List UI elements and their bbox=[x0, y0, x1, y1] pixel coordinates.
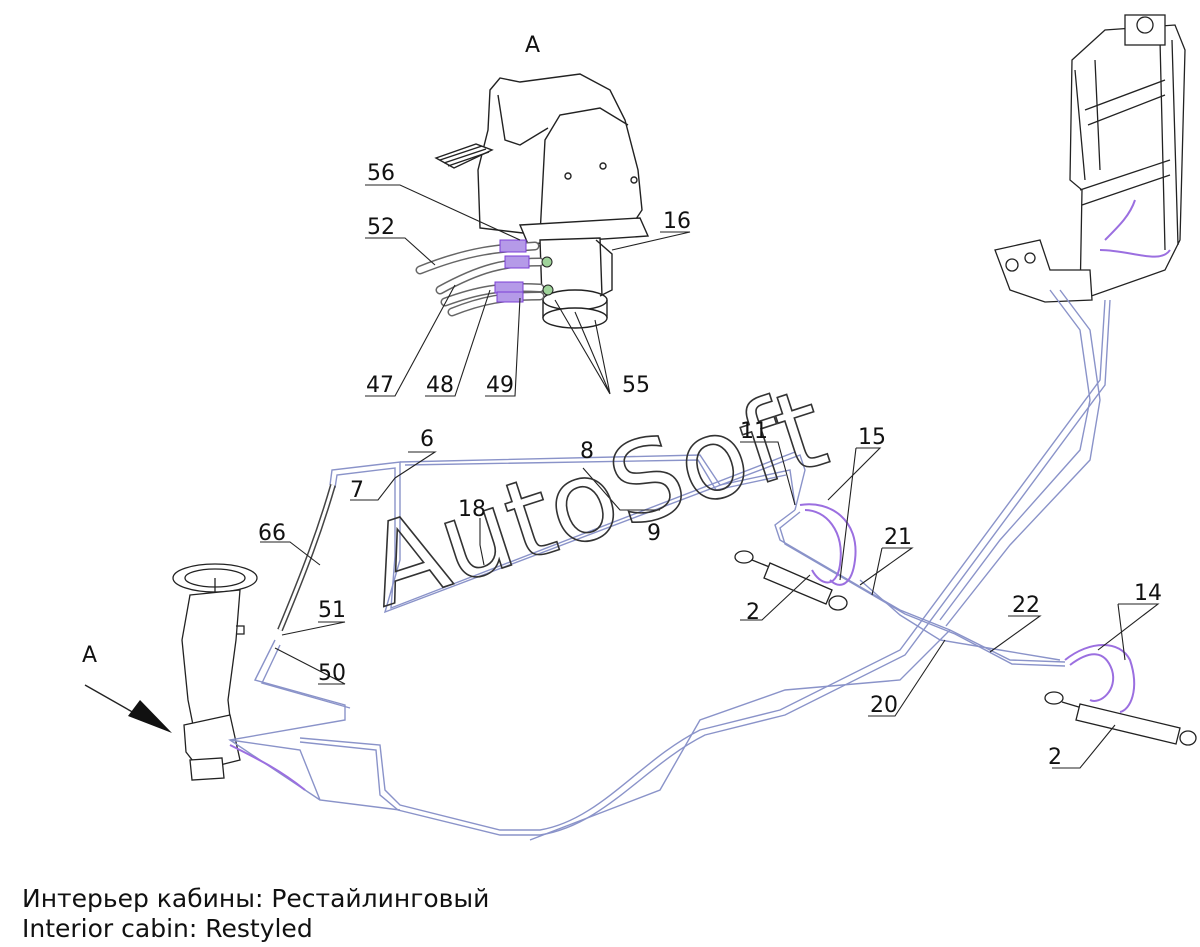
purple-hoses bbox=[229, 199, 1171, 791]
pump-frame bbox=[994, 14, 1186, 303]
callout-2-left: 2 bbox=[746, 600, 760, 625]
cylinder-left bbox=[734, 550, 848, 611]
callout-11: 11 bbox=[740, 419, 768, 444]
view-label-left: A bbox=[82, 643, 97, 668]
callout-8: 8 bbox=[580, 439, 594, 464]
callout-15: 15 bbox=[858, 425, 886, 450]
callout-66: 66 bbox=[258, 521, 286, 546]
callout-22: 22 bbox=[1012, 593, 1040, 618]
callout-7: 7 bbox=[350, 478, 364, 503]
leader-lines bbox=[260, 184, 1160, 769]
callout-2-right: 2 bbox=[1048, 745, 1062, 770]
callout-48: 48 bbox=[426, 373, 454, 398]
callout-52: 52 bbox=[367, 215, 395, 240]
callout-50: 50 bbox=[318, 661, 346, 686]
callout-16: 16 bbox=[663, 209, 691, 234]
caption-english: Interior cabin: Restyled bbox=[22, 914, 313, 943]
steering-unit-detail bbox=[434, 73, 650, 329]
callout-56: 56 bbox=[367, 161, 395, 186]
steering-column bbox=[172, 563, 258, 781]
caption-russian: Интерьер кабины: Рестайлинговый bbox=[22, 884, 490, 913]
arrow-head-icon bbox=[128, 700, 172, 733]
callout-14: 14 bbox=[1134, 581, 1162, 606]
callout-55: 55 bbox=[622, 373, 650, 398]
callout-49: 49 bbox=[486, 373, 514, 398]
callout-6: 6 bbox=[420, 427, 434, 452]
watermark: AutoSoft bbox=[352, 364, 841, 632]
view-arrow bbox=[84, 684, 172, 733]
callout-51: 51 bbox=[318, 598, 346, 623]
callout-9: 9 bbox=[647, 521, 661, 546]
view-label-top: A bbox=[525, 33, 540, 58]
cylinder-right bbox=[1044, 691, 1197, 746]
callout-20: 20 bbox=[870, 693, 898, 718]
callout-47: 47 bbox=[366, 373, 394, 398]
hydraulic-lines bbox=[228, 289, 1111, 841]
callout-18: 18 bbox=[458, 497, 486, 522]
callout-21: 21 bbox=[884, 525, 912, 550]
detail-hoses bbox=[415, 239, 554, 317]
